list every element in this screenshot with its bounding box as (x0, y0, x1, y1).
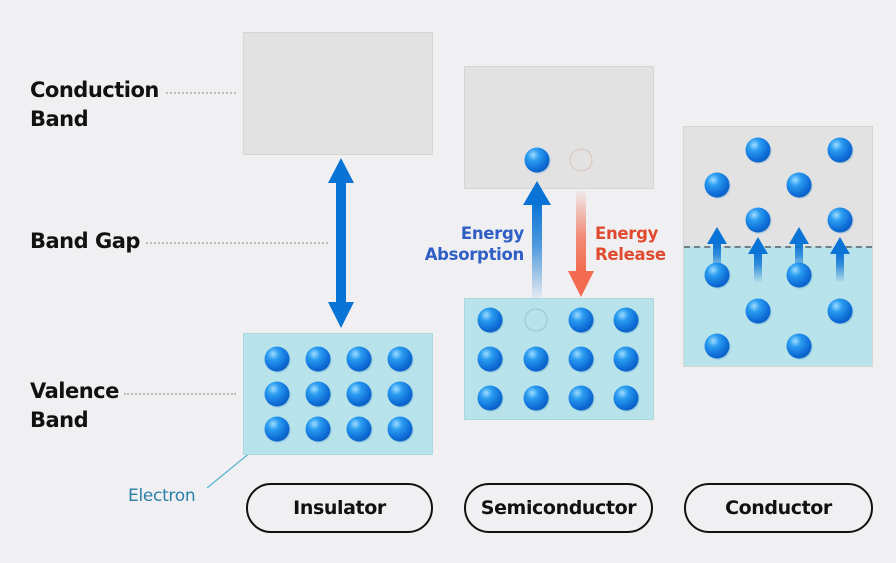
electron (305, 381, 331, 407)
electron (745, 137, 771, 163)
hole (524, 308, 548, 332)
electron (704, 172, 730, 198)
band-gap-leader (146, 242, 328, 244)
insulator-conduction-band (243, 32, 433, 155)
electron (827, 137, 853, 163)
electron (613, 346, 639, 372)
electron (523, 385, 549, 411)
conductor-arrow (748, 237, 768, 282)
electron (264, 346, 290, 372)
energy-release-label: Energy Release (595, 223, 666, 265)
conduction-band-label-line1: Conduction (30, 78, 159, 102)
energy-absorption-label: Energy Absorption (420, 223, 525, 265)
electron (305, 416, 331, 442)
electron (387, 416, 413, 442)
electron (745, 207, 771, 233)
electron (613, 385, 639, 411)
electron (264, 381, 290, 407)
conductor-arrow (789, 227, 809, 272)
electron (346, 416, 372, 442)
hole (569, 148, 593, 172)
conduction-band-label-line2: Band (30, 107, 89, 131)
electron (827, 207, 853, 233)
electron (524, 147, 550, 173)
conductor-arrow (830, 237, 850, 282)
valence-band-label: Valence Band (30, 377, 119, 435)
energy-release-label-line1: Energy (595, 224, 659, 243)
energy-absorption-label-line1: Energy (460, 224, 524, 243)
electron (477, 307, 503, 333)
electron (523, 346, 549, 372)
insulator-button[interactable]: Insulator (246, 483, 433, 533)
electron (477, 385, 503, 411)
electron (387, 346, 413, 372)
conductor-arrow (707, 227, 727, 272)
electron (786, 262, 812, 288)
energy-release-arrow (568, 191, 594, 297)
electron (568, 346, 594, 372)
electron-label: Electron (128, 486, 196, 506)
conduction-band-label: Conduction Band (30, 76, 159, 134)
valence-band-label-line2: Band (30, 408, 89, 432)
electron (704, 333, 730, 359)
energy-absorption-arrow (523, 181, 551, 298)
energy-absorption-label-line2: Absorption (424, 245, 525, 264)
semiconductor-conduction-band (464, 66, 654, 189)
energy-release-label-line2: Release (595, 245, 666, 264)
electron (568, 307, 594, 333)
valence-band-leader (124, 393, 236, 395)
semiconductor-button[interactable]: Semiconductor (464, 483, 653, 533)
conductor-button[interactable]: Conductor (684, 483, 873, 533)
electron (786, 172, 812, 198)
electron (827, 298, 853, 324)
electron (305, 346, 331, 372)
electron (387, 381, 413, 407)
conduction-band-leader (166, 92, 236, 94)
electron (346, 381, 372, 407)
electron (568, 385, 594, 411)
electron (613, 307, 639, 333)
band-gap-label: Band Gap (30, 229, 140, 253)
electron (477, 346, 503, 372)
conductor-band-boundary (684, 246, 872, 248)
electron (745, 298, 771, 324)
valence-band-label-line1: Valence (30, 379, 119, 403)
electron (264, 416, 290, 442)
electron (786, 333, 812, 359)
electron (704, 262, 730, 288)
electron (346, 346, 372, 372)
